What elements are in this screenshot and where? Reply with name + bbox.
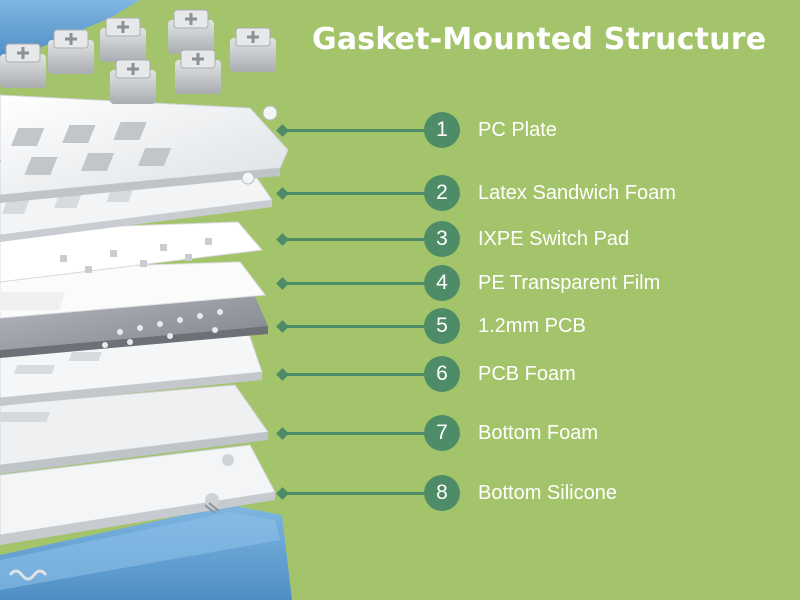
layer-callout: 2 Latex Sandwich Foam: [0, 173, 800, 213]
switch: [168, 9, 214, 54]
layer-label: 1.2mm PCB: [478, 315, 586, 337]
layer-number-badge: 6: [424, 356, 460, 392]
layer-number-badge: 7: [424, 415, 460, 451]
ixpe-switch-pad-layer: [0, 221, 263, 283]
layer-number-badge: 4: [424, 265, 460, 301]
layer-callout: 4 PE Transparent Film: [0, 263, 800, 303]
pc-plate-layer: [0, 94, 289, 203]
switch: [230, 27, 276, 72]
switch: [48, 29, 94, 74]
leader-anchor-dot: [276, 487, 289, 500]
layer-label: IXPE Switch Pad: [478, 228, 630, 250]
layer-callout: 6 PCB Foam: [0, 354, 800, 394]
leader-anchor-dot: [276, 233, 289, 246]
bottom-silicone-layer: [0, 444, 276, 545]
layer-number-badge: 5: [424, 308, 460, 344]
leader-line: [282, 325, 424, 328]
leader-line: [282, 192, 424, 195]
leader-anchor-dot: [276, 368, 289, 381]
layer-number-badge: 8: [424, 475, 460, 511]
leader-line: [282, 492, 424, 495]
layer-label: PCB Foam: [478, 363, 576, 385]
layer-callout: 1 PC Plate: [0, 110, 800, 150]
diagram-title: Gasket-Mounted Structure: [312, 22, 767, 57]
leader-anchor-dot: [276, 124, 289, 137]
layer-label: Latex Sandwich Foam: [478, 182, 676, 204]
bottom-foam-layer: [0, 384, 269, 474]
layer-number-badge: 2: [424, 175, 460, 211]
leader-line: [282, 238, 424, 241]
layer-callout: 7 Bottom Foam: [0, 413, 800, 453]
layer-number-badge: 1: [424, 112, 460, 148]
pe-film-layer: [0, 261, 266, 319]
layer-label: PE Transparent Film: [478, 272, 661, 294]
leader-line: [282, 129, 424, 132]
layer-callout: 3 IXPE Switch Pad: [0, 219, 800, 259]
leader-anchor-dot: [276, 187, 289, 200]
switch: [175, 49, 221, 94]
bottom-case: [0, 505, 292, 600]
layer-label: Bottom Silicone: [478, 482, 617, 504]
switch: [110, 59, 156, 104]
layer-label: Bottom Foam: [478, 422, 599, 444]
mechanical-switches: [0, 9, 276, 104]
leader-line: [282, 373, 424, 376]
layer-label: PC Plate: [478, 119, 557, 141]
leader-anchor-dot: [276, 427, 289, 440]
layer-callout: 5 1.2mm PCB: [0, 306, 800, 346]
layer-callout: 8 Bottom Silicone: [0, 473, 800, 513]
leader-anchor-dot: [276, 277, 289, 290]
leader-anchor-dot: [276, 320, 289, 333]
layer-number-badge: 3: [424, 221, 460, 257]
switch: [100, 17, 146, 62]
leader-line: [282, 432, 424, 435]
switch: [0, 43, 46, 88]
leader-line: [282, 282, 424, 285]
